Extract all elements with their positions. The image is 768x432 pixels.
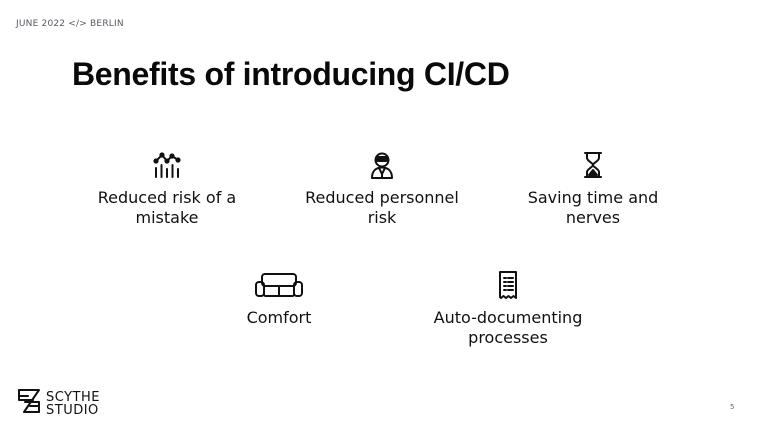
- benefit-reduced-personnel-risk: Reduced personnel risk: [292, 150, 472, 228]
- scythe-logo-icon: [16, 386, 42, 421]
- analytics-chart-icon: [77, 150, 257, 184]
- benefit-label-line: risk: [367, 208, 397, 227]
- benefit-label-line: Auto-documenting: [433, 308, 583, 327]
- benefit-comfort: Comfort: [189, 270, 369, 328]
- benefit-label: Reduced risk of a mistake: [77, 188, 257, 228]
- benefit-label-line: Reduced personnel: [305, 188, 459, 207]
- benefit-label-line: mistake: [135, 208, 199, 227]
- benefit-label: Auto-documenting processes: [418, 308, 598, 348]
- person-avatar-icon: [292, 150, 472, 184]
- event-label: JUNE 2022 </> BERLIN: [16, 19, 124, 29]
- benefit-reduced-mistake-risk: Reduced risk of a mistake: [77, 150, 257, 228]
- scythe-studio-logo: SCYTHE STUDIO: [16, 386, 100, 421]
- benefit-label-line: processes: [468, 328, 548, 347]
- hourglass-icon: [503, 150, 683, 184]
- benefit-label-line: nerves: [565, 208, 621, 227]
- logo-text: SCYTHE STUDIO: [46, 391, 100, 417]
- receipt-document-icon: [418, 270, 598, 304]
- slide-title: Benefits of introducing CI/CD: [72, 56, 510, 92]
- logo-text-line: STUDIO: [46, 402, 99, 418]
- benefit-label: Saving time and nerves: [503, 188, 683, 228]
- benefit-auto-documenting: Auto-documenting processes: [418, 270, 598, 348]
- benefit-saving-time: Saving time and nerves: [503, 150, 683, 228]
- sofa-icon: [189, 270, 369, 304]
- benefit-label: Comfort: [189, 308, 369, 328]
- logo-text-line: SCYTHE: [46, 389, 100, 405]
- page-number: 5: [730, 403, 735, 411]
- benefit-label-line: Reduced risk of a: [97, 188, 237, 207]
- benefit-label-line: Saving time and: [527, 188, 659, 207]
- benefit-label-line: Comfort: [246, 308, 312, 327]
- benefit-label: Reduced personnel risk: [292, 188, 472, 228]
